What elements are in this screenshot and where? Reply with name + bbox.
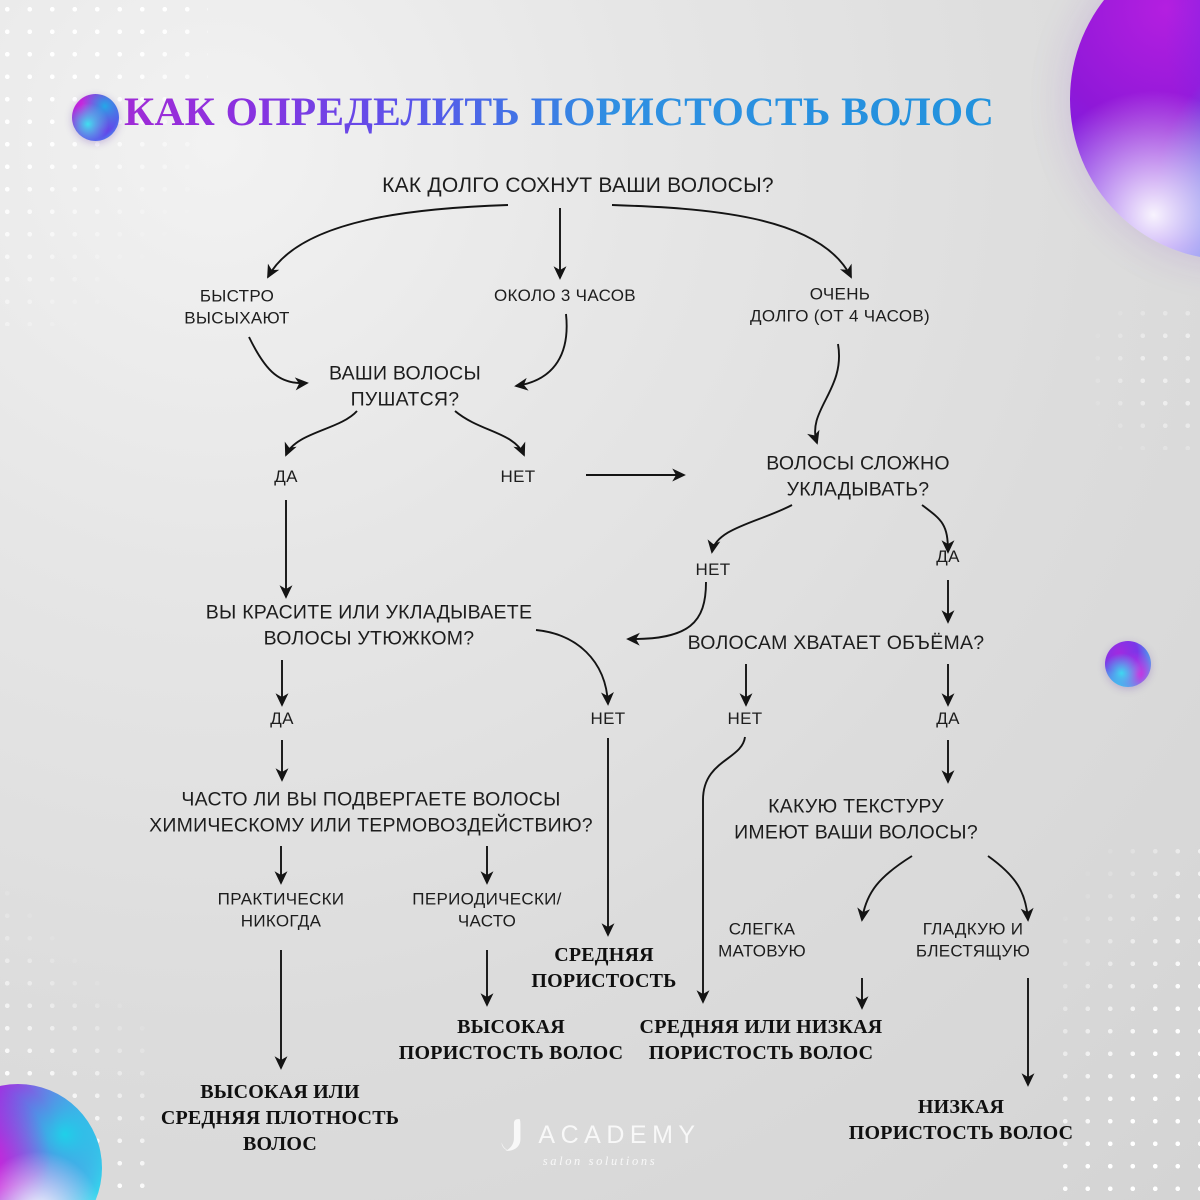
node-question-hard-to-style: ВОЛОСЫ СЛОЖНО УКЛАДЫВАТЬ? (766, 452, 950, 500)
node-result-density: ВЫСОКАЯ ИЛИ СРЕДНЯЯ ПЛОТНОСТЬ ВОЛОС (160, 1081, 400, 1155)
node-answer-frizzy-no: НЕТ (500, 466, 536, 486)
node-question-chemical-thermal: ЧАСТО ЛИ ВЫ ПОДВЕРГАЕТЕ ВОЛОСЫ ХИМИЧЕСКО… (149, 788, 593, 836)
page-title: КАК ОПРЕДЕЛИТЬ ПОРИСТОСТЬ ВОЛОС (124, 89, 995, 134)
node-answer-about-3-hours: ОКОЛО 3 ЧАСОВ (494, 285, 636, 305)
node-answer-volume-no: НЕТ (727, 708, 763, 728)
node-answer-style-no: НЕТ (695, 559, 731, 579)
node-answer-almost-never: ПРАКТИЧЕСКИ НИКОГДА (217, 889, 345, 931)
node-question-drying-time: КАК ДОЛГО СОХНУТ ВАШИ ВОЛОСЫ? (382, 174, 774, 198)
brand-tagline: salon solutions (542, 1154, 658, 1168)
node-question-enough-volume: ВОЛОСАМ ХВАТАЕТ ОБЪЁМА? (687, 632, 985, 655)
node-result-medium-or-low-porosity: СРЕДНЯЯ ИЛИ НИЗКАЯ ПОРИСТОСТЬ ВОЛОС (639, 1016, 883, 1064)
node-answer-volume-yes: ДА (936, 708, 960, 728)
node-question-color-or-flatiron: ВЫ КРАСИТЕ ИЛИ УКЛАДЫВАЕТЕ ВОЛОСЫ УТЮЖКО… (205, 601, 533, 649)
j-monogram-icon (501, 1119, 521, 1151)
node-answer-dries-fast: БЫСТРО ВЫСЫХАЮТ (184, 286, 290, 328)
gradient-sphere-right-icon (1105, 641, 1151, 687)
node-question-frizzy: ВАШИ ВОЛОСЫ ПУШАТСЯ? (328, 362, 482, 410)
node-answer-style-yes: ДА (936, 546, 960, 566)
node-result-medium-porosity: СРЕДНЯЯ ПОРИСТОСТЬ (531, 944, 677, 992)
node-answer-periodically-often: ПЕРИОДИЧЕСКИ/ ЧАСТО (412, 889, 562, 931)
gradient-sphere-title-bullet-icon (72, 94, 119, 141)
node-answer-color-no: НЕТ (590, 708, 626, 728)
brand-logo: ACADEMY salon solutions (499, 1117, 700, 1169)
node-answer-smooth-shiny: ГЛАДКУЮ И БЛЕСТЯЩУЮ (915, 919, 1031, 961)
node-result-low-porosity: НИЗКАЯ ПОРИСТОСТЬ ВОЛОС (848, 1096, 1074, 1144)
node-result-high-porosity: ВЫСОКАЯ ПОРИСТОСТЬ ВОЛОС (398, 1016, 624, 1064)
node-question-texture: КАКУЮ ТЕКСТУРУ ИМЕЮТ ВАШИ ВОЛОСЫ? (734, 795, 978, 843)
node-answer-color-yes: ДА (270, 708, 294, 728)
node-answer-frizzy-yes: ДА (274, 466, 298, 486)
node-answer-very-long: ОЧЕНЬ ДОЛГО (ОТ 4 ЧАСОВ) (750, 284, 930, 326)
brand-name: ACADEMY (538, 1120, 701, 1149)
node-answer-slightly-matte: СЛЕГКА МАТОВУЮ (718, 919, 806, 961)
